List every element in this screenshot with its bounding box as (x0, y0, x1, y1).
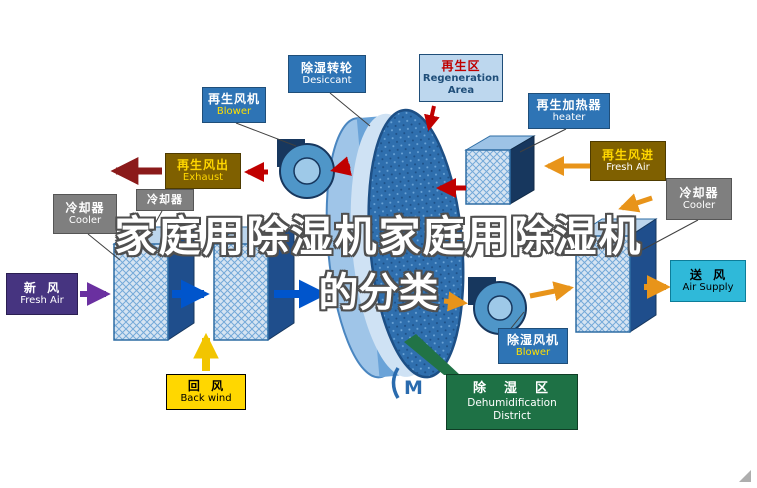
callout-cooler-small (145, 210, 163, 241)
arrow-regen-area-pointer (424, 105, 440, 132)
regen-blower-icon (277, 139, 335, 199)
label-cooler-left: 冷却器 Cooler (53, 194, 117, 234)
regen-heater-icon (464, 135, 536, 205)
callout-heater (519, 128, 567, 153)
label-regen-fresh-air: 再生风进 Fresh Air (590, 141, 666, 181)
arrow-wheel-to-blower (330, 156, 352, 176)
process-airflow-arrows (80, 275, 671, 371)
arrow-freshair-to-cooler (618, 193, 653, 213)
callout-cooler-left (87, 233, 121, 261)
label-air-supply: 送 风 Air Supply (670, 260, 746, 302)
label-cooler-small: 冷却器 (136, 189, 194, 211)
callout-cooler-right (641, 219, 699, 251)
label-dehum-district: 除 湿 区 Dehumidification District (446, 374, 578, 430)
label-regeneration-area: 再生区 Regeneration Area (419, 54, 503, 102)
dehum-blower-icon (468, 277, 527, 335)
heat-exchanger-right-icon (574, 218, 658, 333)
label-fresh-air: 新 风 Fresh Air (6, 273, 78, 315)
label-regen-blower: 再生风机 Blower (202, 87, 266, 123)
label-cooler-right: 冷却器 Cooler (666, 178, 732, 220)
dehum-district-pointer (404, 334, 460, 375)
heat-exchanger-left-icon (112, 226, 196, 341)
callout-desiccant (329, 92, 371, 127)
heat-exchanger-middle-icon (212, 226, 296, 341)
label-exhaust: 再生风出 Exhaust (165, 153, 241, 189)
desiccant-wheel-icon (325, 108, 465, 379)
corner-mark (739, 470, 751, 482)
svg-text:M: M (404, 377, 423, 399)
regeneration-airflow-arrows (110, 105, 653, 213)
label-back-wind: 回 风 Back wind (166, 374, 246, 410)
arrow-blower-to-unitC (529, 281, 574, 301)
motor-m-icon: M (391, 367, 423, 399)
label-dehum-blower: 除湿风机 Blower (498, 328, 568, 364)
label-desiccant: 除湿转轮 Desiccant (288, 55, 366, 93)
label-regen-heater: 再生加热器 heater (528, 93, 610, 129)
callout-regen-blower (235, 122, 297, 147)
arrow-wheel-to-dehum-blower (443, 291, 468, 312)
callout-lines (87, 92, 699, 343)
